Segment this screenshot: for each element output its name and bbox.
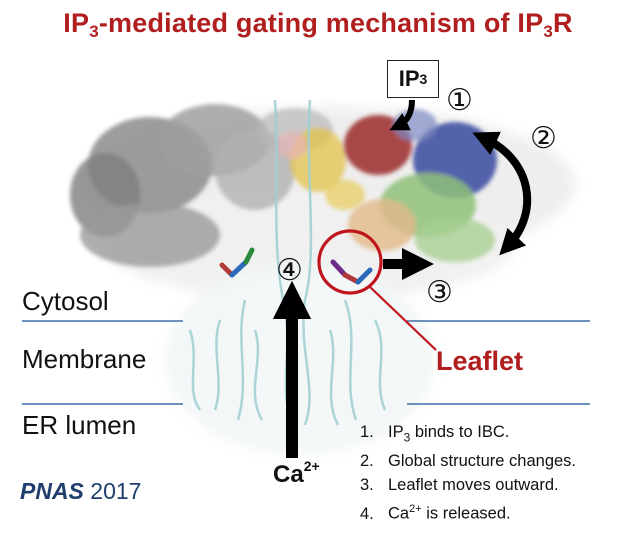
calcium-label: Ca2+ xyxy=(273,458,320,488)
ip3-binding-arrow xyxy=(389,99,415,131)
step-marker-2: ② xyxy=(530,121,557,156)
step-marker-4: ④ xyxy=(276,253,303,288)
step-marker-1: ① xyxy=(446,83,473,118)
step-marker-3: ③ xyxy=(426,275,453,310)
region-label-membrane: Membrane xyxy=(22,344,147,374)
colored-subunit xyxy=(344,109,497,262)
global-change-arrow xyxy=(472,131,532,256)
step-list: 1.IP3 binds to IBC. 2.Global structure c… xyxy=(360,420,576,526)
leaflet-label: Leaflet xyxy=(436,346,524,376)
citation-year: 2017 xyxy=(90,478,142,504)
leaflet-residues xyxy=(219,247,373,285)
step-item-3: 3.Leaflet moves outward. xyxy=(360,476,559,495)
figure-title: IP3-mediated gating mechanism of IP3R xyxy=(63,8,573,41)
central-subunit xyxy=(277,128,365,210)
citation: PNAS 2017 xyxy=(20,478,141,505)
leaflet-connector-line xyxy=(369,286,437,351)
step-item-4: 4.Ca2+ is released. xyxy=(360,503,511,523)
step-item-2: 2.Global structure changes. xyxy=(360,452,577,471)
citation-journal: PNAS xyxy=(20,478,84,504)
region-label-cytosol: Cytosol xyxy=(22,286,109,316)
leaflet-highlight-circle xyxy=(317,229,383,295)
region-label-er-lumen: ER lumen xyxy=(22,410,137,440)
step-item-1: 1.IP3 binds to IBC. xyxy=(360,423,510,445)
